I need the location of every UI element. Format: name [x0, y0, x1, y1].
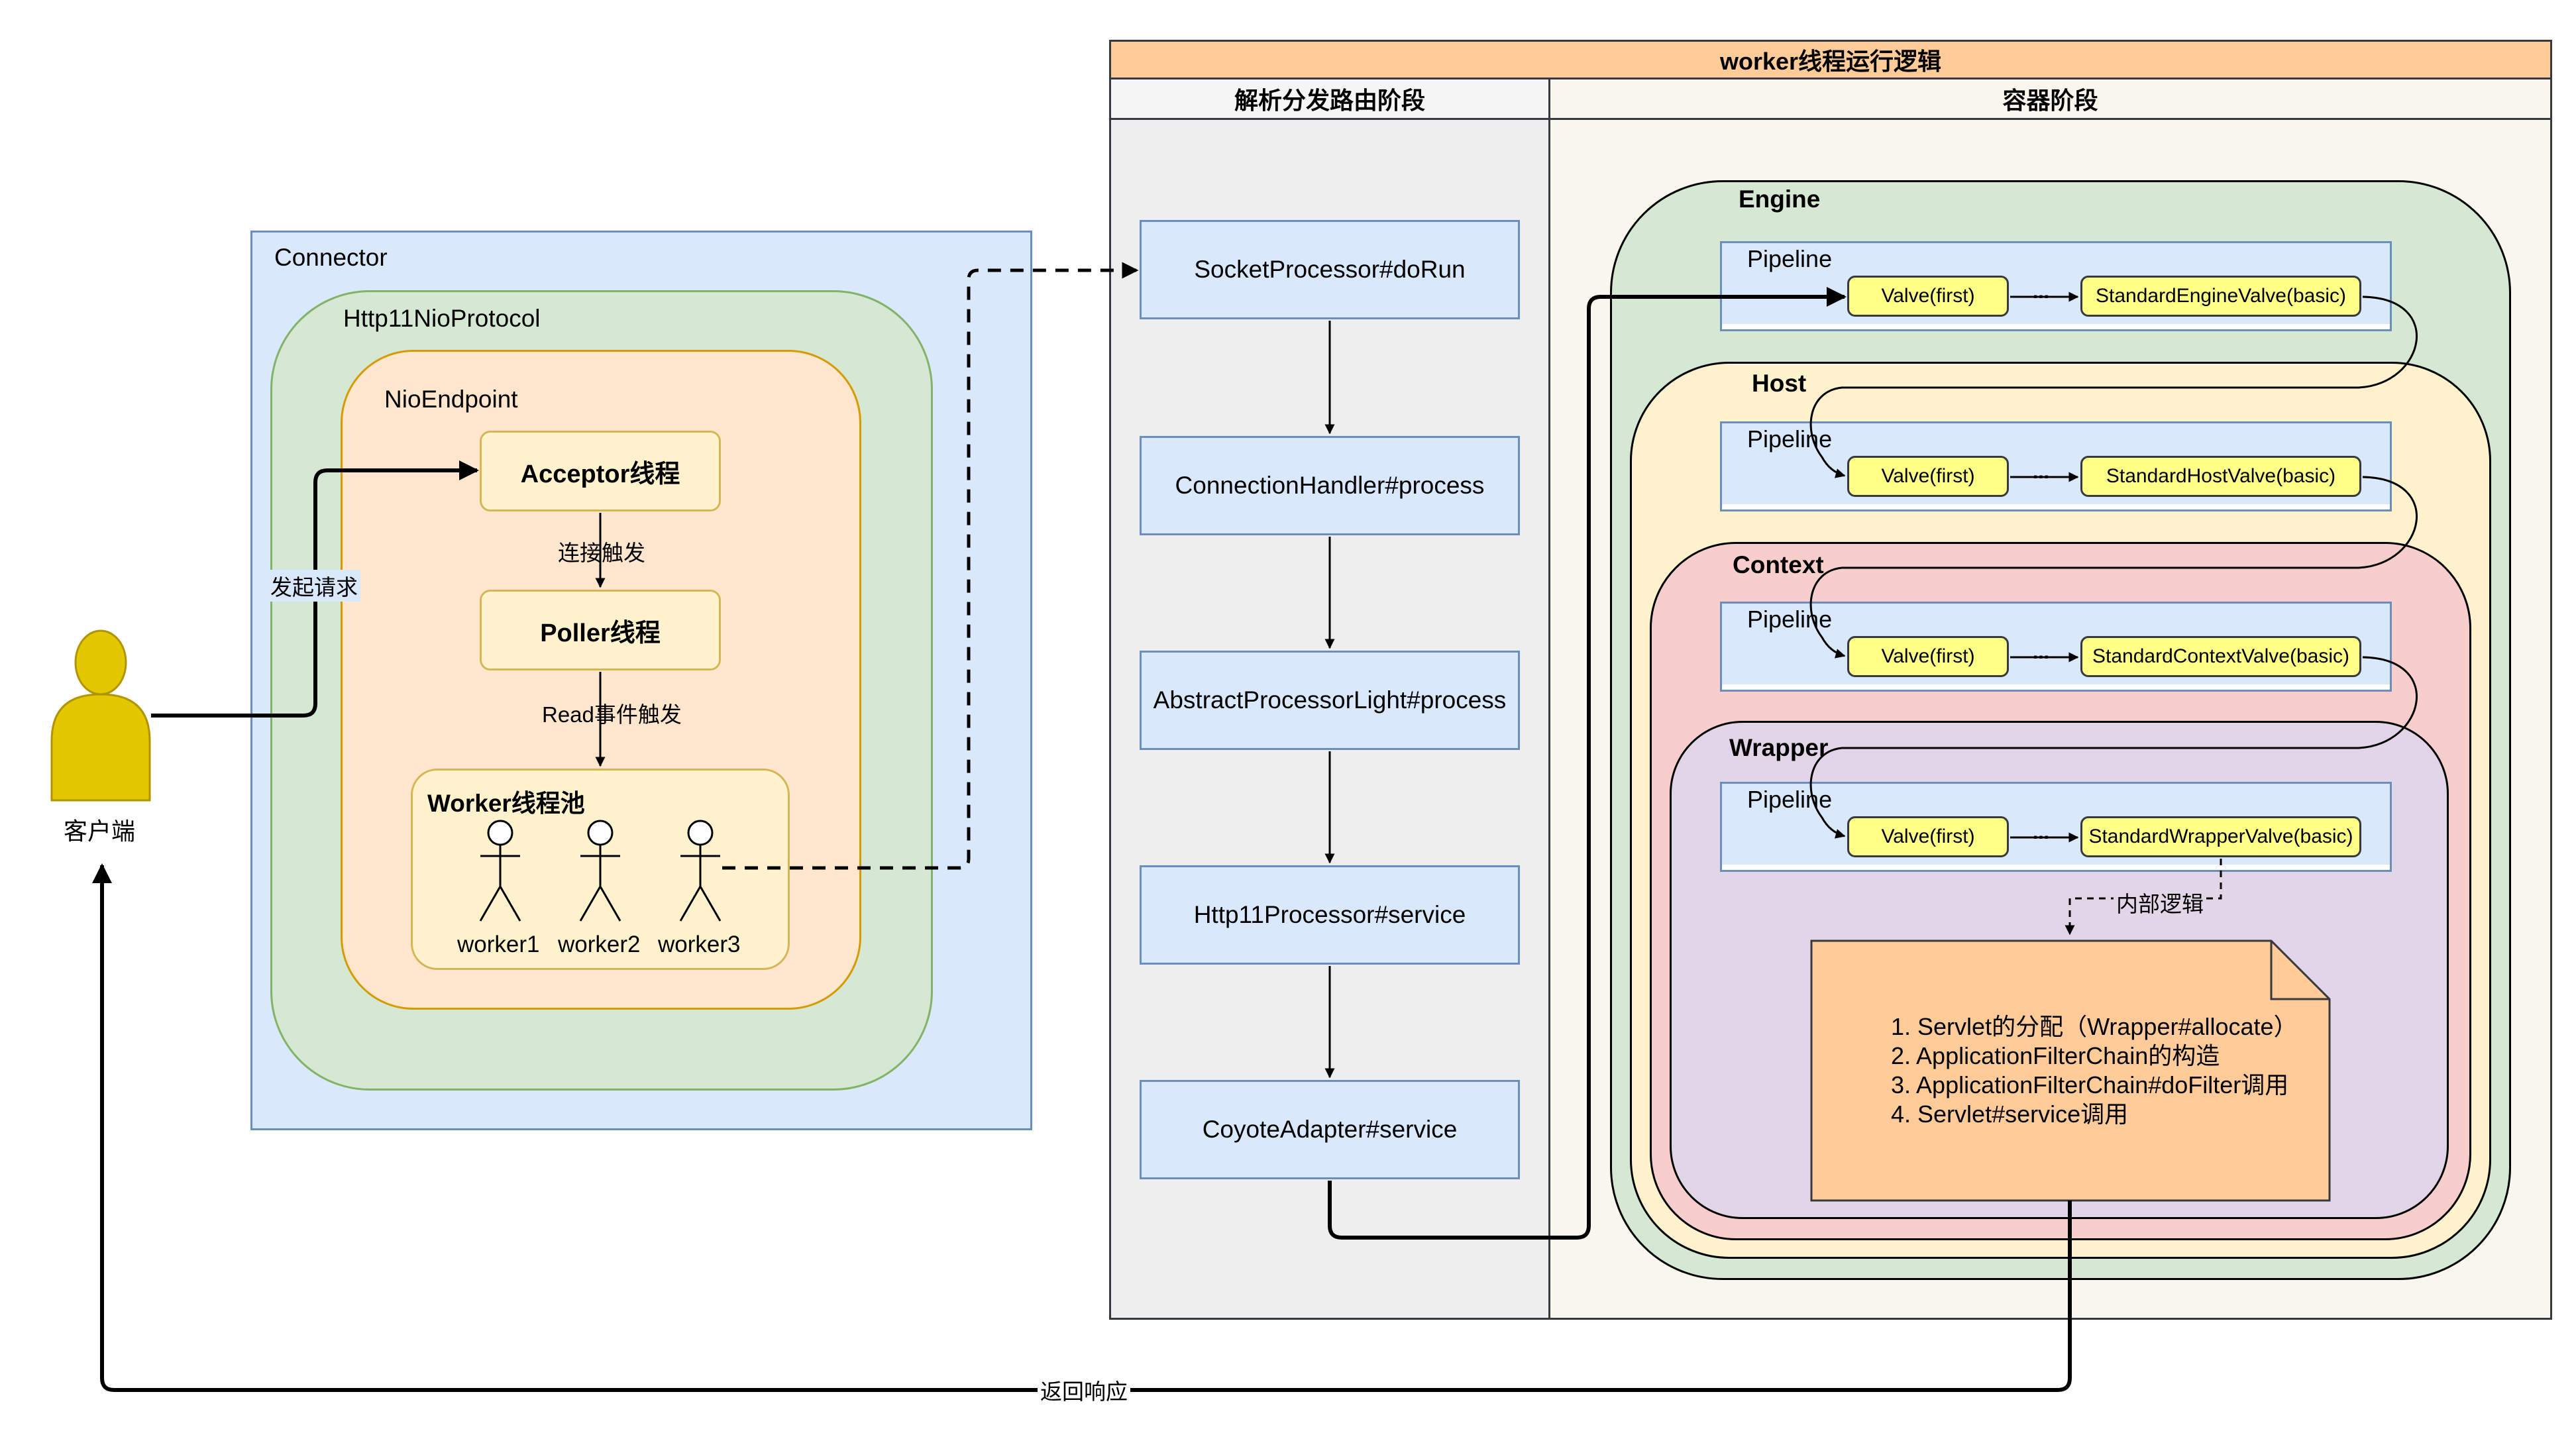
poller-thread-label: Poller线程: [540, 619, 661, 647]
engine-basic-valve: StandardEngineValve(basic): [2080, 276, 2361, 317]
request-edge-label: 发起请求: [268, 570, 360, 602]
servlet-note-shape: [1810, 939, 2331, 1202]
context-basic-valve-label: StandardContextValve(basic): [2092, 645, 2349, 667]
worker3-icon: [679, 820, 722, 922]
note-item: 4. Servlet#service调用: [1891, 1100, 2129, 1128]
worker-logic-title: worker线程运行逻辑: [1719, 48, 1942, 75]
http11-nio-protocol-label: Http11NioProtocol: [343, 305, 541, 332]
step-abstract-processor-light: AbstractProcessorLight#process: [1140, 651, 1520, 750]
wrapper-label: Wrapper: [1729, 734, 1829, 761]
step-connection-handler-label: ConnectionHandler#process: [1175, 472, 1485, 499]
engine-to-host-edge: [1809, 295, 2418, 478]
context-pipeline-label: Pipeline: [1747, 606, 1833, 633]
engine-first-valve-label: Valve(first): [1881, 285, 1975, 307]
wrapper-pipeline-label: Pipeline: [1747, 786, 1833, 813]
internal-logic-edge: [2065, 859, 2222, 935]
engine-ellipsis: ...: [2033, 281, 2050, 303]
servlet-note-text: 1. Servlet的分配（Wrapper#allocate） 2. Appli…: [1891, 1012, 2298, 1129]
note-item: 3. ApplicationFilterChain#doFilter调用: [1891, 1071, 2289, 1098]
servlet-note-list: 1. Servlet的分配（Wrapper#allocate） 2. Appli…: [1891, 1012, 2298, 1129]
worker1-label: worker1: [457, 932, 540, 957]
host-to-context-edge: [1809, 476, 2418, 659]
engine-basic-valve-label: StandardEngineValve(basic): [2095, 285, 2346, 307]
response-edge-label: 返回响应: [1038, 1374, 1130, 1406]
note-item: 2. ApplicationFilterChain的构造: [1891, 1042, 2220, 1069]
engine-label: Engine: [1739, 186, 1821, 213]
engine-pipeline-label: Pipeline: [1747, 245, 1833, 272]
step-abstract-processor-light-label: AbstractProcessorLight#process: [1153, 686, 1507, 714]
wrapper-first-valve-label: Valve(first): [1881, 826, 1975, 847]
response-edge: [92, 863, 2072, 1392]
container-stage-header: 容器阶段: [1548, 78, 2552, 120]
connector-label: Connector: [274, 244, 388, 271]
poller-thread-box: Poller线程: [480, 590, 721, 670]
wrapper-first-valve: Valve(first): [1847, 816, 2009, 857]
step-coyote-adapter: CoyoteAdapter#service: [1140, 1080, 1520, 1179]
client-label: 客户端: [64, 818, 136, 845]
step-connection-handler: ConnectionHandler#process: [1140, 436, 1520, 535]
worker-pool-label: Worker线程池: [427, 790, 585, 817]
context-to-wrapper-edge: [1809, 656, 2418, 839]
routing-stage-title: 解析分发路由阶段: [1234, 87, 1425, 114]
host-first-valve-label: Valve(first): [1881, 465, 1975, 487]
wrapper-basic-valve: StandardWrapperValve(basic): [2080, 816, 2361, 857]
context-first-valve: Valve(first): [1847, 636, 2009, 677]
client-actor-icon: [50, 629, 151, 802]
host-label: Host: [1752, 370, 1807, 397]
step-socket-processor: SocketProcessor#doRun: [1140, 220, 1520, 319]
wrapper-basic-valve-label: StandardWrapperValve(basic): [2088, 826, 2353, 847]
acceptor-thread-box: Acceptor线程: [480, 431, 721, 511]
internal-logic-label: 内部逻辑: [2114, 886, 2206, 918]
step-socket-processor-label: SocketProcessor#doRun: [1194, 256, 1466, 283]
host-basic-valve: StandardHostValve(basic): [2080, 456, 2361, 497]
worker2-icon: [579, 820, 621, 922]
context-first-valve-label: Valve(first): [1881, 645, 1975, 667]
context-basic-valve: StandardContextValve(basic): [2080, 636, 2361, 677]
container-stage-title: 容器阶段: [2002, 87, 2098, 114]
step-http11-processor-label: Http11Processor#service: [1193, 901, 1466, 928]
connect-trigger-label: 连接触发: [555, 535, 648, 567]
worker1-icon: [479, 820, 521, 922]
engine-first-valve: Valve(first): [1847, 276, 2009, 317]
step-coyote-adapter-label: CoyoteAdapter#service: [1202, 1116, 1458, 1143]
host-first-valve: Valve(first): [1847, 456, 2009, 497]
acceptor-thread-label: Acceptor线程: [520, 460, 680, 488]
nio-endpoint-label: NioEndpoint: [384, 386, 518, 413]
context-ellipsis: ...: [2033, 641, 2050, 663]
note-fold-icon: [2270, 941, 2330, 1000]
host-pipeline-label: Pipeline: [1747, 425, 1833, 453]
adapter-to-engine-edge: [1328, 287, 1847, 1240]
context-label: Context: [1733, 551, 1824, 578]
worker3-label: worker3: [658, 932, 741, 957]
wrapper-ellipsis: ...: [2033, 822, 2050, 843]
host-basic-valve-label: StandardHostValve(basic): [2106, 465, 2336, 487]
dispatch-dashed-edge: [722, 262, 1139, 870]
host-ellipsis: ...: [2033, 461, 2050, 483]
note-item: 1. Servlet的分配（Wrapper#allocate）: [1891, 1013, 2298, 1040]
worker2-label: worker2: [558, 932, 641, 957]
routing-stage-header: 解析分发路由阶段: [1109, 78, 1550, 120]
step-http11-processor: Http11Processor#service: [1140, 865, 1520, 965]
read-trigger-label: Read事件触发: [539, 697, 684, 729]
